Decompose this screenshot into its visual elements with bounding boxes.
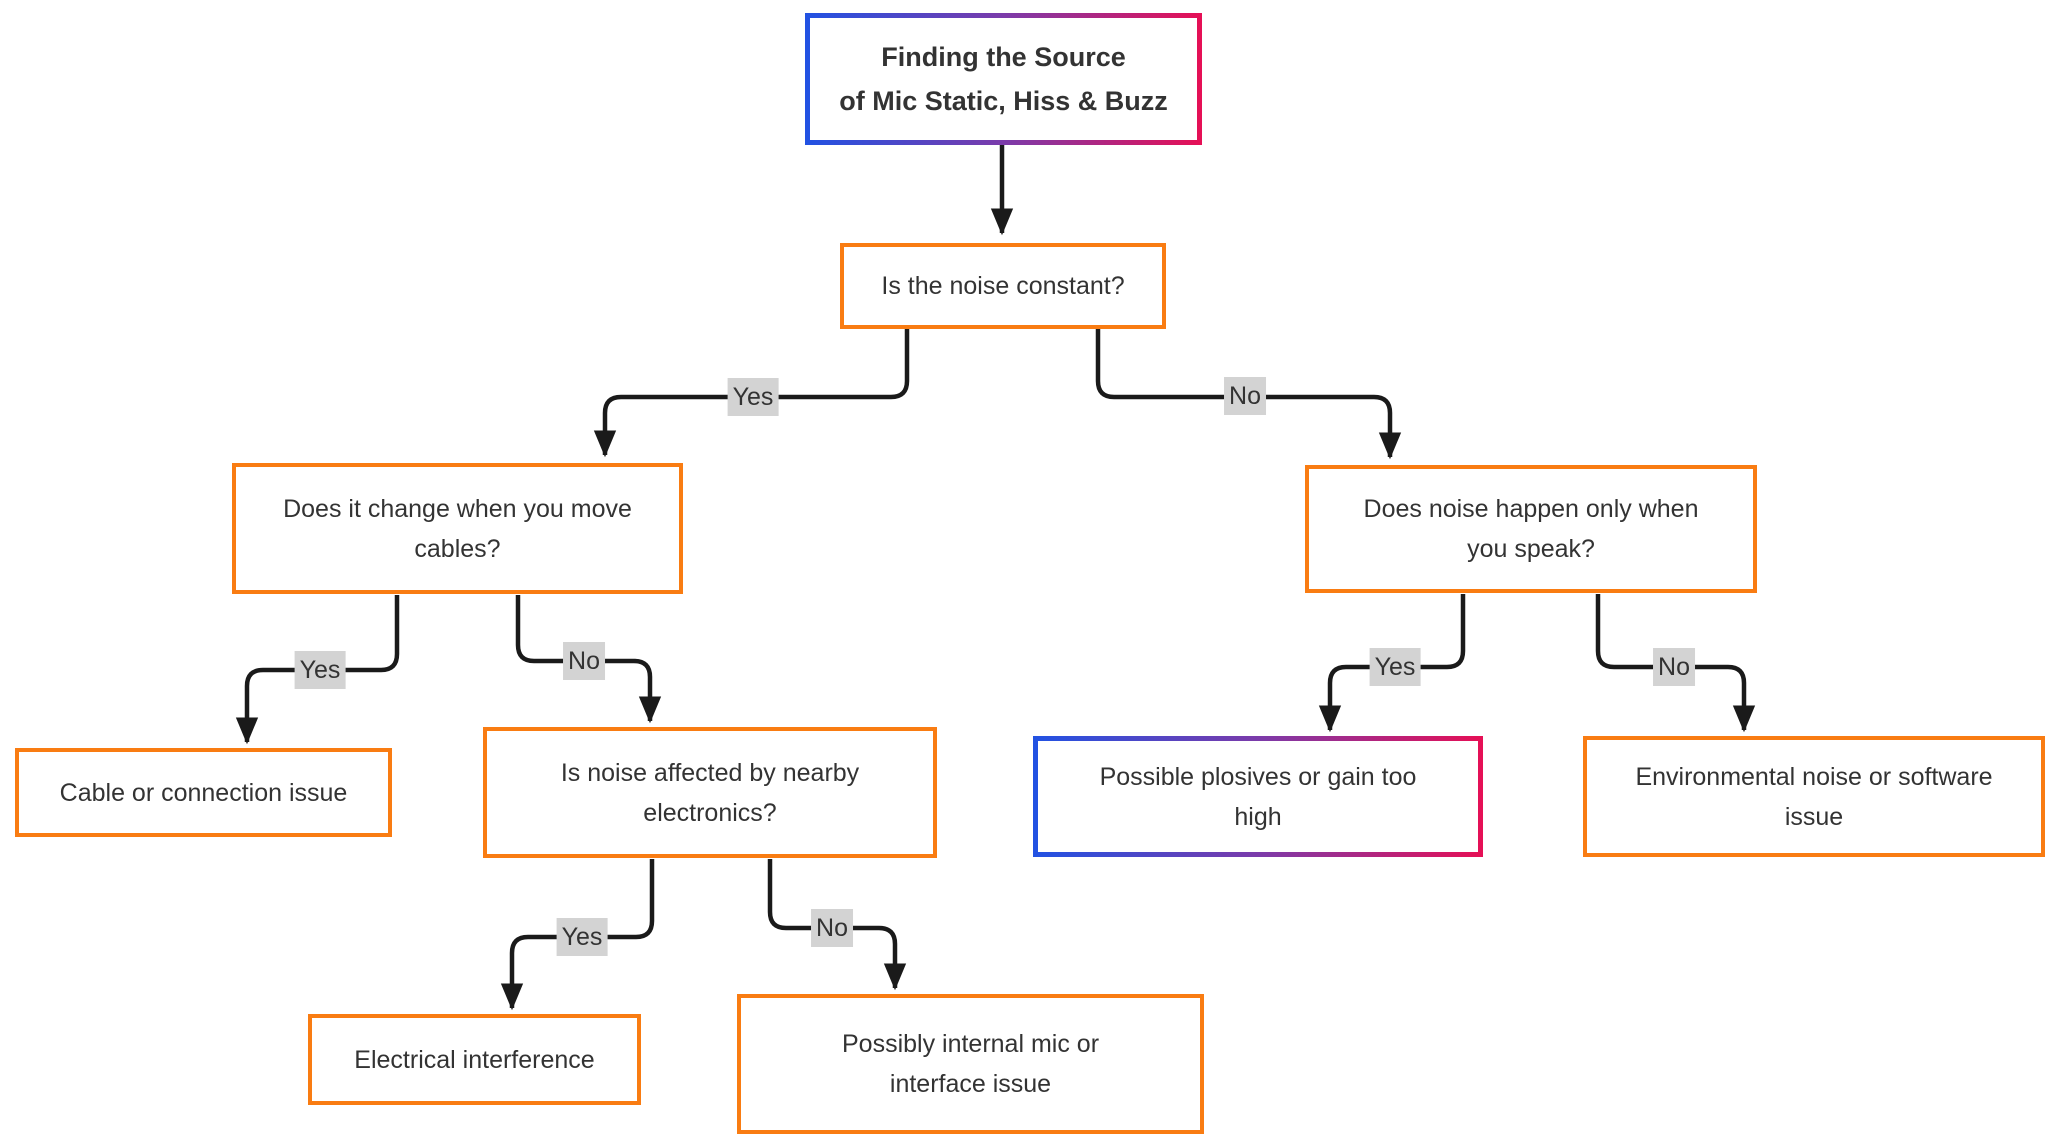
node-title-label: Finding the Source of Mic Static, Hiss &… [810, 18, 1197, 140]
node-leaf-plosives-gain: Possible plosives or gain too high [1033, 736, 1483, 857]
node-leaf-plosives-gain-label: Possible plosives or gain too high [1038, 741, 1478, 852]
node-leaf-electrical-interference: Electrical interference [308, 1014, 641, 1105]
node-q-only-when-speak: Does noise happen only when you speak? [1305, 465, 1757, 593]
node-q-nearby-electronics: Is noise affected by nearby electronics? [483, 727, 937, 858]
edge-label-yes-constant: Yes [727, 378, 779, 416]
node-leaf-cable-issue: Cable or connection issue [15, 748, 392, 837]
edge-label-no-speak: No [1653, 648, 1695, 686]
edge-label-yes-electronics: Yes [556, 918, 608, 956]
node-leaf-internal-mic: Possibly internal mic or interface issue [737, 994, 1204, 1134]
edge-label-yes-speak: Yes [1369, 648, 1421, 686]
node-title: Finding the Source of Mic Static, Hiss &… [805, 13, 1202, 145]
node-leaf-environmental: Environmental noise or software issue [1583, 736, 2045, 857]
edge-label-no-cables: No [563, 642, 605, 680]
node-q-noise-constant: Is the noise constant? [840, 243, 1166, 329]
edge-label-no-electronics: No [811, 909, 853, 947]
edge-label-yes-cables: Yes [294, 651, 346, 689]
edge-label-no-constant: No [1224, 377, 1266, 415]
node-q-move-cables: Does it change when you move cables? [232, 463, 683, 594]
